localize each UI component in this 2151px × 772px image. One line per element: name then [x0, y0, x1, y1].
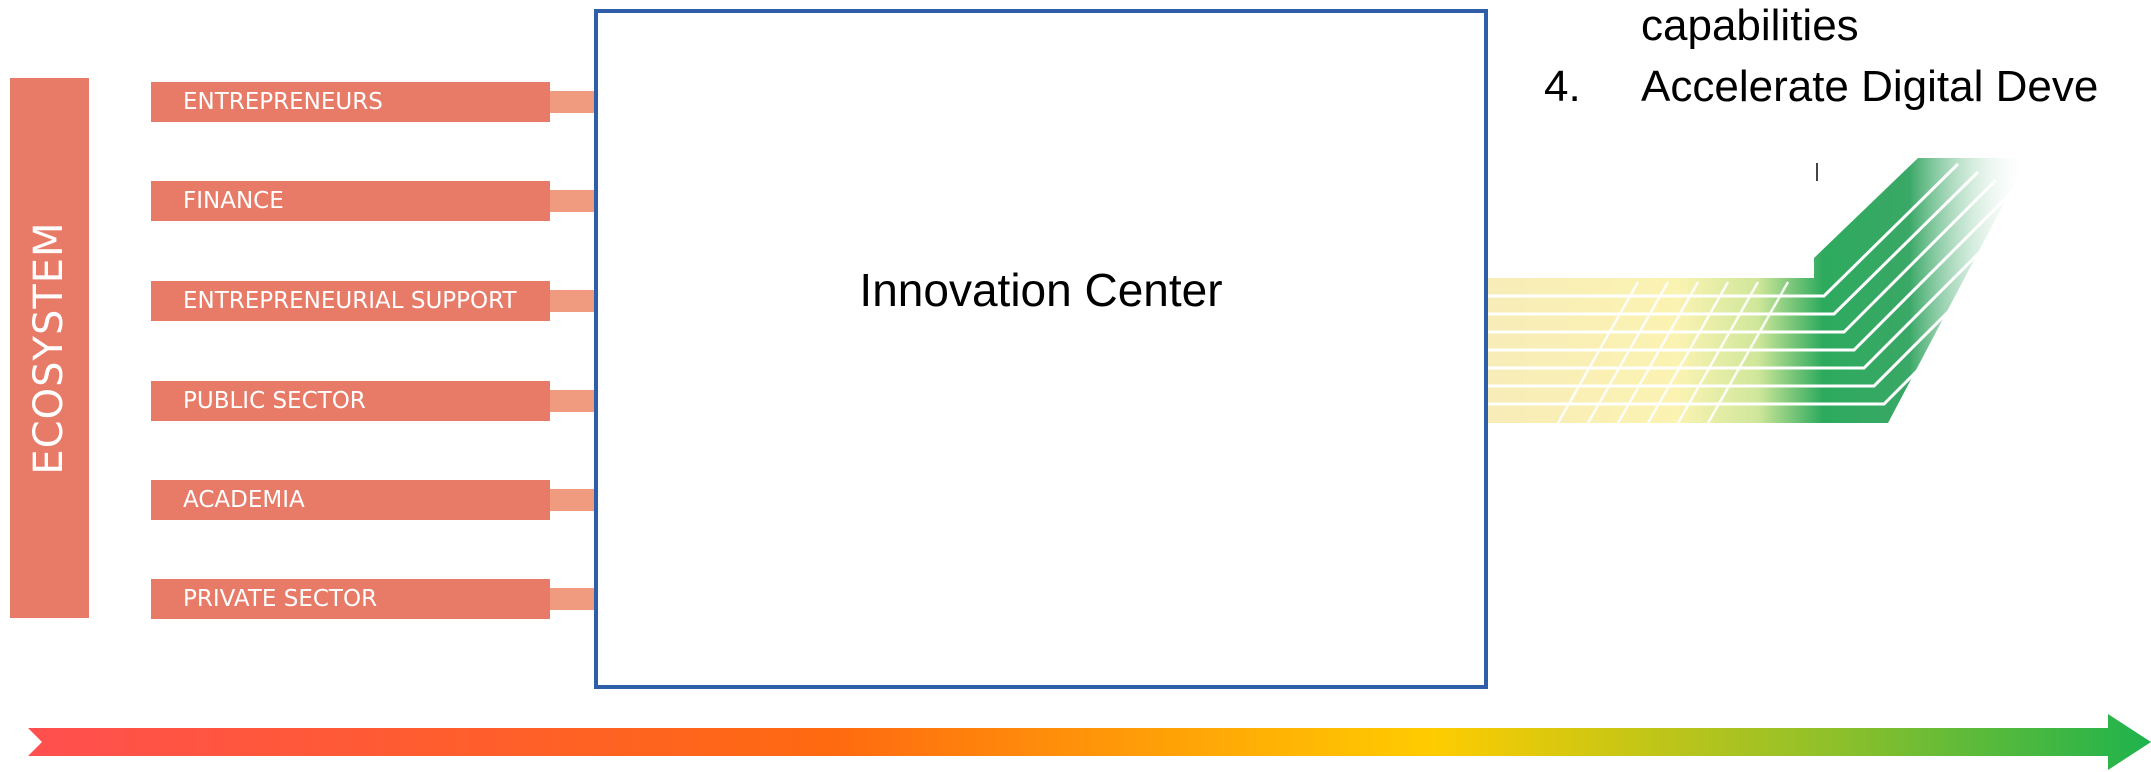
connector-finance: [550, 190, 596, 212]
ecosystem-bar: [10, 78, 89, 618]
list-item-number: 4.: [1544, 62, 1581, 111]
stakeholder-public-sector: PUBLIC SECTOR: [151, 381, 550, 421]
stakeholder-finance: FINANCE: [151, 181, 550, 221]
list-continuation-text: capabilities: [1641, 1, 1859, 50]
connector-academia: [550, 489, 596, 511]
connector-public-sector: [550, 390, 596, 412]
circuit-lines-graphic: [1488, 158, 2048, 424]
stakeholder-entrepreneurial-support: ENTREPRENEURIAL SUPPORT: [151, 281, 550, 321]
innovation-center-title: Innovation Center: [859, 264, 1223, 316]
stakeholder-private-sector: PRIVATE SECTOR: [151, 579, 550, 619]
stakeholder-entrepreneurs: ENTREPRENEURS: [151, 82, 550, 122]
list-item-4: 4. Accelerate Digital Deve: [1544, 62, 2098, 112]
innovation-center-box: Innovation Center: [594, 9, 1488, 689]
connector-entrepreneurial-support: [550, 290, 596, 312]
connector-entrepreneurs: [550, 91, 596, 113]
connector-private-sector: [550, 588, 596, 610]
list-item-text: Accelerate Digital Deve: [1641, 62, 2099, 111]
stakeholder-academia: ACADEMIA: [151, 480, 550, 520]
ecosystem-label: ECOSYSTEM: [26, 221, 72, 475]
progress-gradient-arrow: [28, 714, 2151, 770]
cursor-mark: [1816, 163, 1818, 181]
